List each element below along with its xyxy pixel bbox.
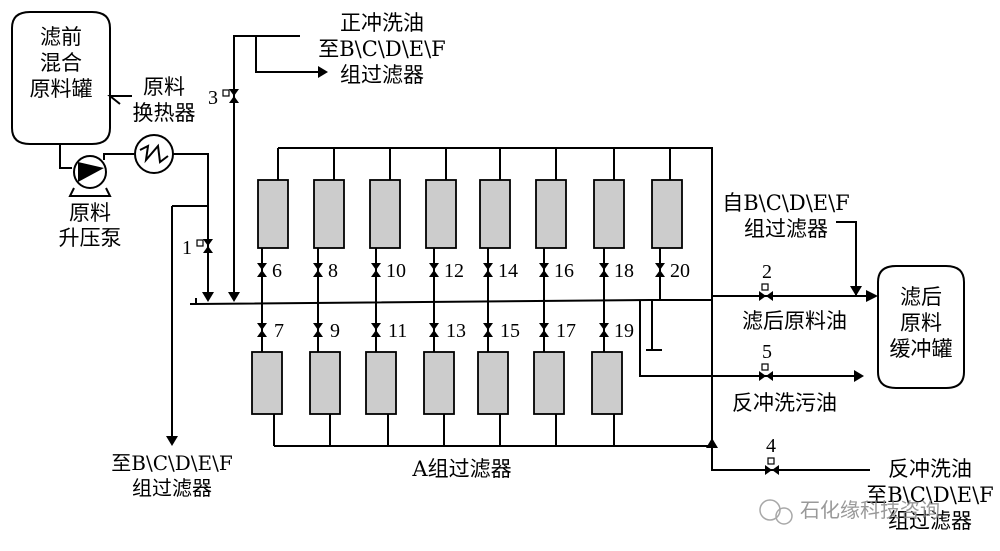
buffer-tank-label-2: 原料 [900,311,942,335]
valve-11-label: 11 [388,320,407,342]
forward-wash-label-3: 组过滤器 [340,63,424,87]
filtered-oil-label: 滤后原料油 [742,309,847,333]
filter-bottom-4 [423,351,455,415]
valve-4-label: 4 [766,435,776,457]
to-bcdef-bottom-label-1: 至B\C\D\E\F [111,451,233,475]
feed-mixing-tank: 滤前 混合 原料罐 [11,11,111,145]
filter-bottom-2 [309,351,341,415]
valve-10-label: 10 [386,260,406,282]
filter-top-6 [535,179,567,249]
feed-tank-label-2: 混合 [40,51,82,75]
to-bcdef-bottom: 至B\C\D\E\F 组过滤器 [111,451,233,500]
pump-label-2: 升压泵 [59,226,122,250]
main-header [190,298,712,306]
hx-label-1: 原料 [143,75,185,99]
filter-top-2 [313,179,345,249]
filter-top-7 [593,179,625,249]
watermark-text: 石化缘科技咨询 [800,498,940,522]
backwash-dirty-label: 反冲洗污油 [732,391,837,415]
valve-20-label: 20 [670,260,690,282]
backwash-oil-label-2: 至B\C\D\E\F [866,483,994,507]
valve-6-label: 6 [272,260,282,282]
backwash-oil-label-1: 反冲洗油 [888,457,972,481]
filter-bottom-7 [591,351,623,415]
buffer-tank-label-1: 滤后 [900,285,942,309]
buffer-tank: 滤后 原料 缓冲罐 [877,265,965,389]
valve-15-label: 15 [500,320,520,342]
a-group-filters-bottom [251,300,712,447]
valve-18-label: 18 [614,260,634,282]
valve-17-label: 17 [556,320,576,342]
feed-tank-label-3: 原料罐 [30,77,93,101]
hx-label-2: 换热器 [133,101,196,125]
forward-wash-label-1: 正冲洗油 [340,11,424,35]
backwash-oil-line: 4 反冲洗油 至B\C\D\E\F 组过滤器 [706,435,994,533]
to-bcdef-bottom-label-2: 组过滤器 [132,476,212,500]
buffer-tank-label-3: 缓冲罐 [890,337,953,361]
feed-heat-exchanger: 原料 换热器 [103,75,209,300]
filter-bottom-1 [251,351,283,415]
backwash-oil-label-3: 组过滤器 [888,509,972,533]
watermark: 石化缘科技咨询 [759,498,940,525]
feed-tank-label-1: 滤前 [40,25,82,49]
filter-top-4 [425,179,457,249]
group-a-label: A组过滤器 [411,457,511,481]
valve-19-label: 19 [614,320,634,342]
valve-16-label: 16 [554,260,574,282]
bottom-valves: 7 9 11 13 15 17 19 [257,320,634,342]
filter-top-5 [479,179,511,249]
a-group-filters-top [257,147,713,446]
valve-9-label: 9 [330,320,340,342]
forward-wash-line: 3 正冲洗油 至B\C\D\E\F 组过滤器 [208,11,446,302]
filter-bottom-5 [477,351,509,415]
from-bcdef-label-2: 组过滤器 [744,217,828,241]
pump-label-1: 原料 [69,201,111,225]
from-bcdef-label-1: 自B\C\D\E\F [722,191,850,215]
valve-13-label: 13 [446,320,466,342]
filtered-oil-line: 2 滤后原料油 自B\C\D\E\F 组过滤器 [712,191,878,333]
backwash-dirty-branch: 5 反冲洗污油 [639,300,864,415]
valve-7-label: 7 [274,320,284,342]
valve-14-label: 14 [498,260,518,282]
valve-2-label: 2 [762,261,772,283]
valve-8-label: 8 [328,260,338,282]
filter-top-8 [651,179,683,249]
valve-3-label: 3 [208,87,218,109]
valve-12-label: 12 [444,260,464,282]
filter-top-1 [257,179,289,249]
valve-1-label: 1 [182,237,192,259]
filter-bottom-6 [533,351,565,415]
forward-wash-label-2: 至B\C\D\E\F [318,37,446,61]
valve-1-line: 1 [166,205,214,446]
filter-bottom-3 [365,351,397,415]
filter-top-3 [369,179,401,249]
feed-booster-pump: 原料 升压泵 [59,144,122,250]
valve-5-label: 5 [762,341,772,363]
top-valves: 6 8 10 12 14 16 18 20 [257,260,690,282]
